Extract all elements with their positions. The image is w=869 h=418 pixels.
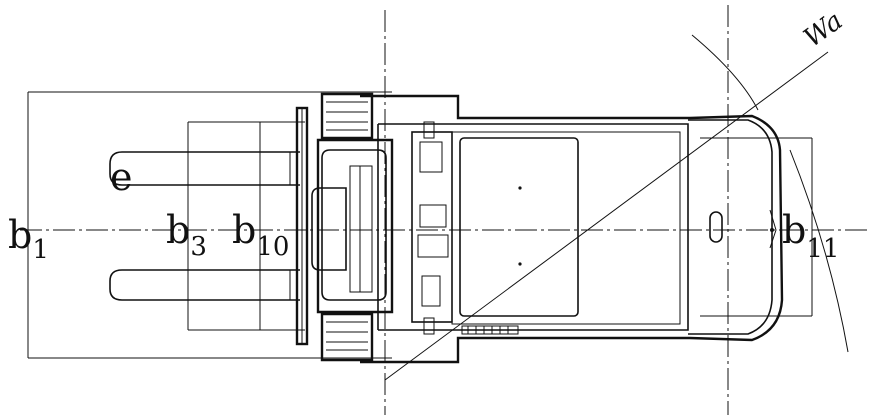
operator-area <box>451 131 681 325</box>
controls <box>411 121 453 335</box>
turning-geometry <box>384 34 849 381</box>
chassis <box>360 94 784 364</box>
label-wa: Wa <box>798 6 848 54</box>
center-lines <box>20 5 869 415</box>
label-e: e <box>110 155 133 199</box>
counterweight <box>709 209 777 249</box>
front-wheel-bottom <box>320 312 374 362</box>
label-b1: b1 <box>8 213 49 265</box>
fork-carriage <box>295 106 309 346</box>
dimension-b1 <box>27 91 392 359</box>
label-b10: b10 <box>232 208 289 262</box>
step-plate <box>461 325 519 335</box>
front-wheel-top <box>320 92 374 140</box>
forks <box>109 151 300 301</box>
dimension-b11 <box>700 137 813 317</box>
label-b3: b3 <box>166 208 207 262</box>
label-b11: b11 <box>782 208 839 264</box>
mast-assembly <box>311 138 394 314</box>
dimension-b3 <box>187 121 305 331</box>
